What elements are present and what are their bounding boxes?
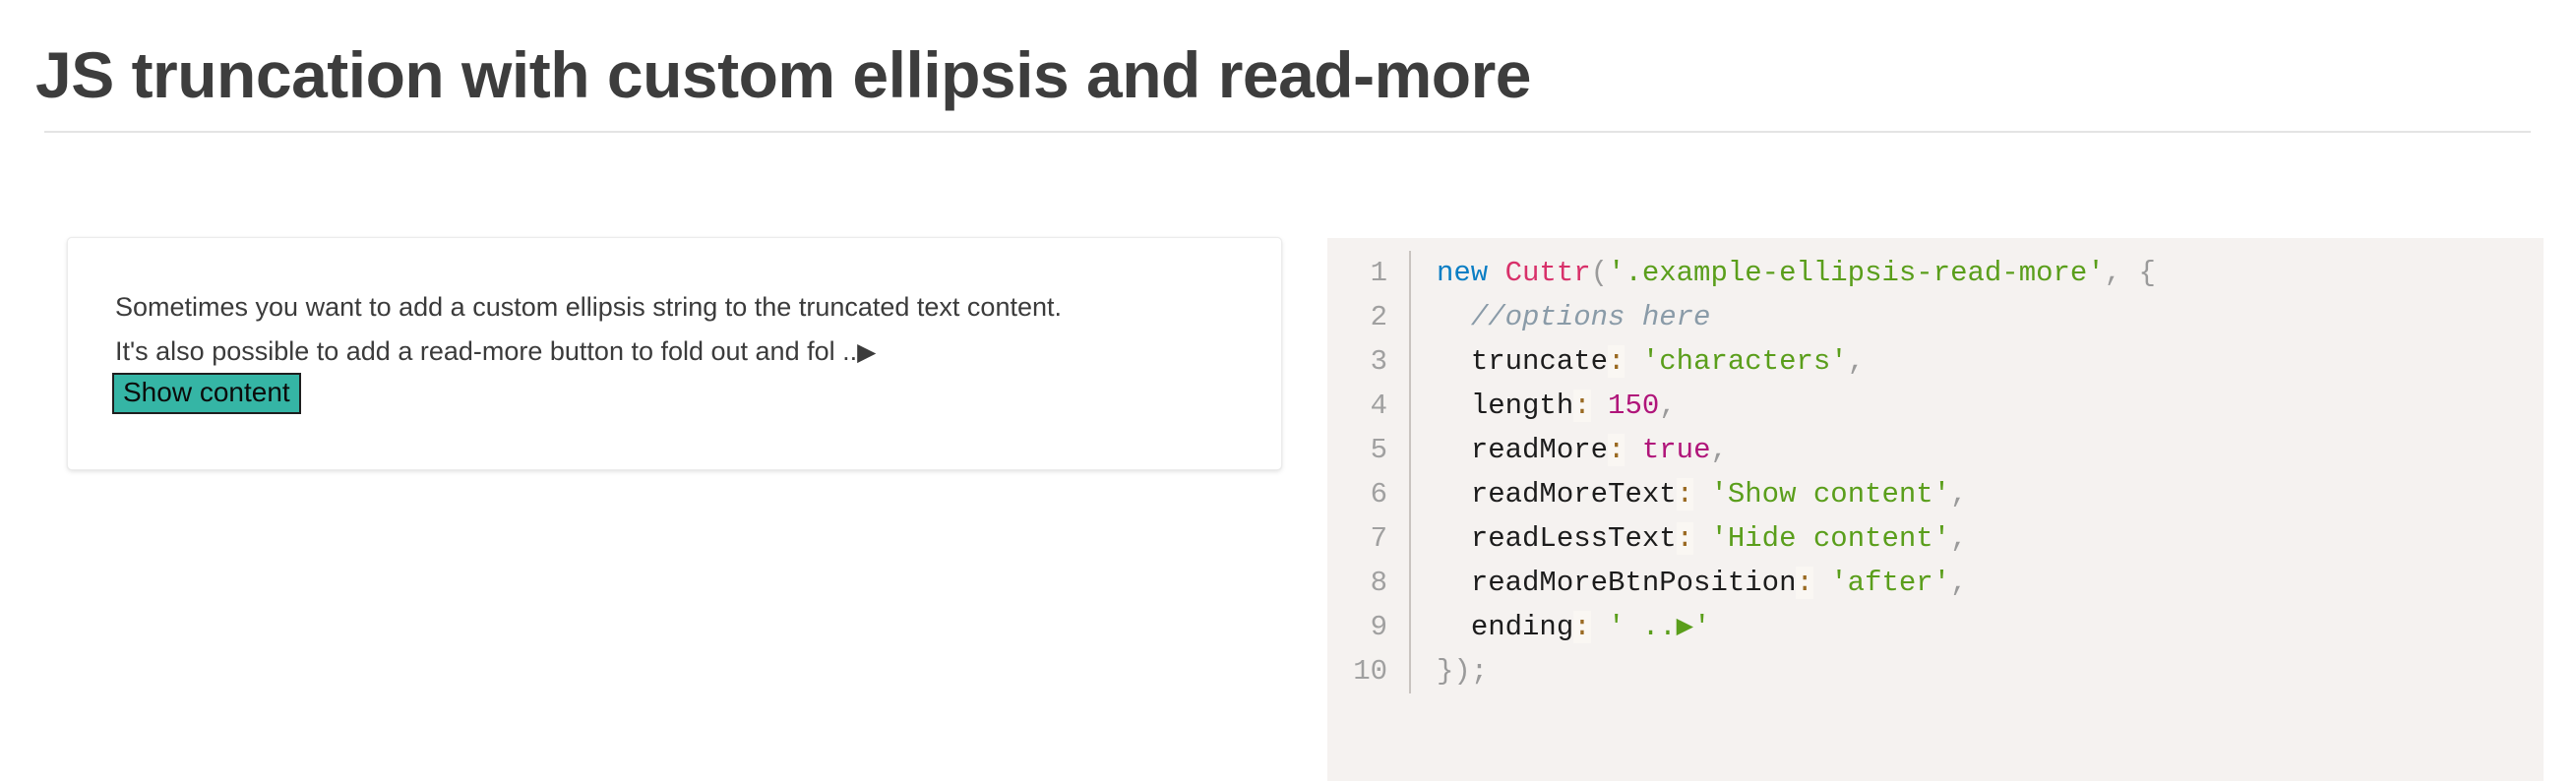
show-content-button[interactable]: Show content — [112, 373, 301, 414]
line-number: 7 — [1370, 522, 1387, 555]
token-prop-readmore: readMore — [1470, 434, 1609, 466]
token-comma: , — [1710, 434, 1728, 466]
header-divider — [44, 131, 2531, 133]
line-number: 6 — [1370, 478, 1387, 511]
code-block[interactable]: 1 new Cuttr('.example-ellipsis-read-more… — [1327, 238, 2544, 781]
token-boolean-true: true — [1641, 434, 1711, 466]
token-comma: , — [1950, 522, 1968, 555]
line-number: 9 — [1370, 611, 1387, 643]
token-keyword-new: new — [1437, 257, 1489, 289]
code-line-6: 6 readMoreText: 'Show content', — [1327, 472, 2544, 516]
demo-card: Sometimes you want to add a custom ellip… — [67, 237, 1282, 470]
token-colon: : — [1676, 478, 1694, 511]
token-paren-open: ( — [1590, 257, 1609, 289]
token-prop-readlesstext: readLessText — [1470, 522, 1677, 555]
code-line-content: readMoreText: 'Show content', — [1409, 472, 2544, 516]
token-comma: , — [1659, 390, 1677, 422]
code-line-content: readLessText: 'Hide content', — [1409, 516, 2544, 561]
ellipsis-triangle-icon: ▶ — [857, 338, 877, 366]
truncated-text-line-1: Sometimes you want to add a custom ellip… — [115, 292, 1062, 322]
code-line-content: //options here — [1409, 295, 2544, 339]
code-line-5: 5 readMore: true, — [1327, 428, 2544, 472]
token-prop-truncate: truncate — [1470, 345, 1609, 378]
page-title: JS truncation with custom ellipsis and r… — [35, 38, 1531, 112]
code-line-9: 9 ending: ' ..▶' — [1327, 605, 2544, 649]
token-brace-open: { — [2138, 257, 2156, 289]
token-string-hidecontent: 'Hide content' — [1710, 522, 1951, 555]
token-string-characters: 'characters' — [1641, 345, 1848, 378]
code-line-content: truncate: 'characters', — [1409, 339, 2544, 384]
token-class-cuttr: Cuttr — [1504, 257, 1591, 289]
code-line-3: 3 truncate: 'characters', — [1327, 339, 2544, 384]
line-number: 8 — [1370, 567, 1387, 599]
token-colon: : — [1796, 567, 1813, 599]
token-colon: : — [1676, 522, 1694, 555]
token-close-statement: }); — [1437, 655, 1489, 688]
truncated-text-line-2: It's also possible to add a read-more bu… — [115, 336, 858, 366]
code-line-8: 8 readMoreBtnPosition: 'after', — [1327, 561, 2544, 605]
token-comma: , — [1847, 345, 1866, 378]
code-line-content: }); — [1409, 649, 2544, 693]
token-comma: , — [1950, 567, 1968, 599]
token-number-150: 150 — [1608, 390, 1660, 422]
token-string-after: 'after' — [1830, 567, 1951, 599]
token-string-showcontent: 'Show content' — [1710, 478, 1951, 511]
token-colon: : — [1573, 390, 1591, 422]
code-line-content: ending: ' ..▶' — [1409, 605, 2544, 649]
token-prop-ending: ending — [1470, 611, 1574, 643]
code-line-10: 10 }); — [1327, 649, 2544, 693]
code-line-content: new Cuttr('.example-ellipsis-read-more',… — [1409, 251, 2544, 295]
token-string-ending-close: ' — [1693, 611, 1711, 643]
token-triangle-icon: ▶ — [1676, 611, 1694, 643]
token-comment: //options here — [1470, 301, 1711, 333]
token-comma: , — [2104, 257, 2122, 289]
token-colon: : — [1608, 345, 1625, 378]
code-line-content: length: 150, — [1409, 384, 2544, 428]
token-colon: : — [1608, 434, 1625, 466]
line-number: 1 — [1370, 257, 1387, 289]
token-comma: , — [1950, 478, 1968, 511]
code-line-7: 7 readLessText: 'Hide content', — [1327, 516, 2544, 561]
line-number: 4 — [1370, 390, 1387, 422]
code-line-4: 4 length: 150, — [1327, 384, 2544, 428]
line-number: 5 — [1370, 434, 1387, 466]
code-line-content: readMore: true, — [1409, 428, 2544, 472]
token-prop-length: length — [1470, 390, 1574, 422]
line-number: 3 — [1370, 345, 1387, 378]
code-lines: 1 new Cuttr('.example-ellipsis-read-more… — [1327, 251, 2544, 693]
code-line-2: 2 //options here — [1327, 295, 2544, 339]
truncated-text: Sometimes you want to add a custom ellip… — [115, 285, 1237, 375]
code-line-1: 1 new Cuttr('.example-ellipsis-read-more… — [1327, 251, 2544, 295]
token-prop-btnposition: readMoreBtnPosition — [1470, 567, 1797, 599]
token-prop-readmoretext: readMoreText — [1470, 478, 1677, 511]
token-string-selector: '.example-ellipsis-read-more' — [1608, 257, 2105, 289]
line-number: 2 — [1370, 301, 1387, 333]
token-colon: : — [1573, 611, 1591, 643]
code-line-content: readMoreBtnPosition: 'after', — [1409, 561, 2544, 605]
token-string-ending-open: ' .. — [1608, 611, 1677, 643]
line-number: 10 — [1353, 655, 1387, 688]
